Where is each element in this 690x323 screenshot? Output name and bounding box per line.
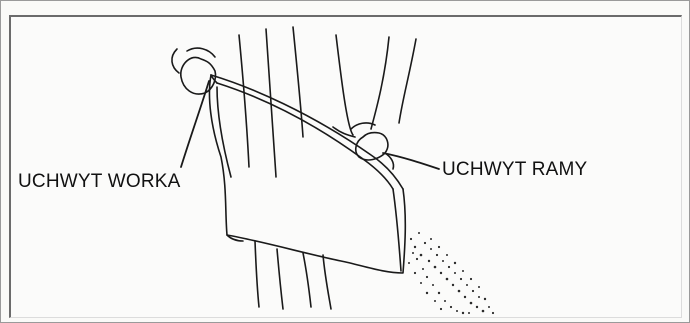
bag-body: [209, 75, 405, 273]
lower-leg-inner: [277, 249, 283, 309]
illustration-panel: UCHWYT WORKA UCHWYT RAMY: [9, 15, 682, 318]
frame-handle-leader: [383, 153, 439, 169]
bag-handle-label: UCHWYT WORKA: [17, 171, 182, 193]
lower-leg-left: [255, 241, 259, 307]
grass-clippings: [408, 232, 494, 314]
frame-handle-label: UCHWYT RAMY: [441, 159, 588, 181]
person-leg-right-inner: [336, 35, 353, 135]
lower-leg-right: [323, 255, 331, 309]
person-leg-far: [371, 37, 389, 129]
person-leg-far2: [399, 39, 416, 123]
person-leg-left: [239, 35, 249, 167]
lower-leg-mid: [303, 253, 311, 307]
bag-frame-top-inner: [217, 83, 393, 189]
